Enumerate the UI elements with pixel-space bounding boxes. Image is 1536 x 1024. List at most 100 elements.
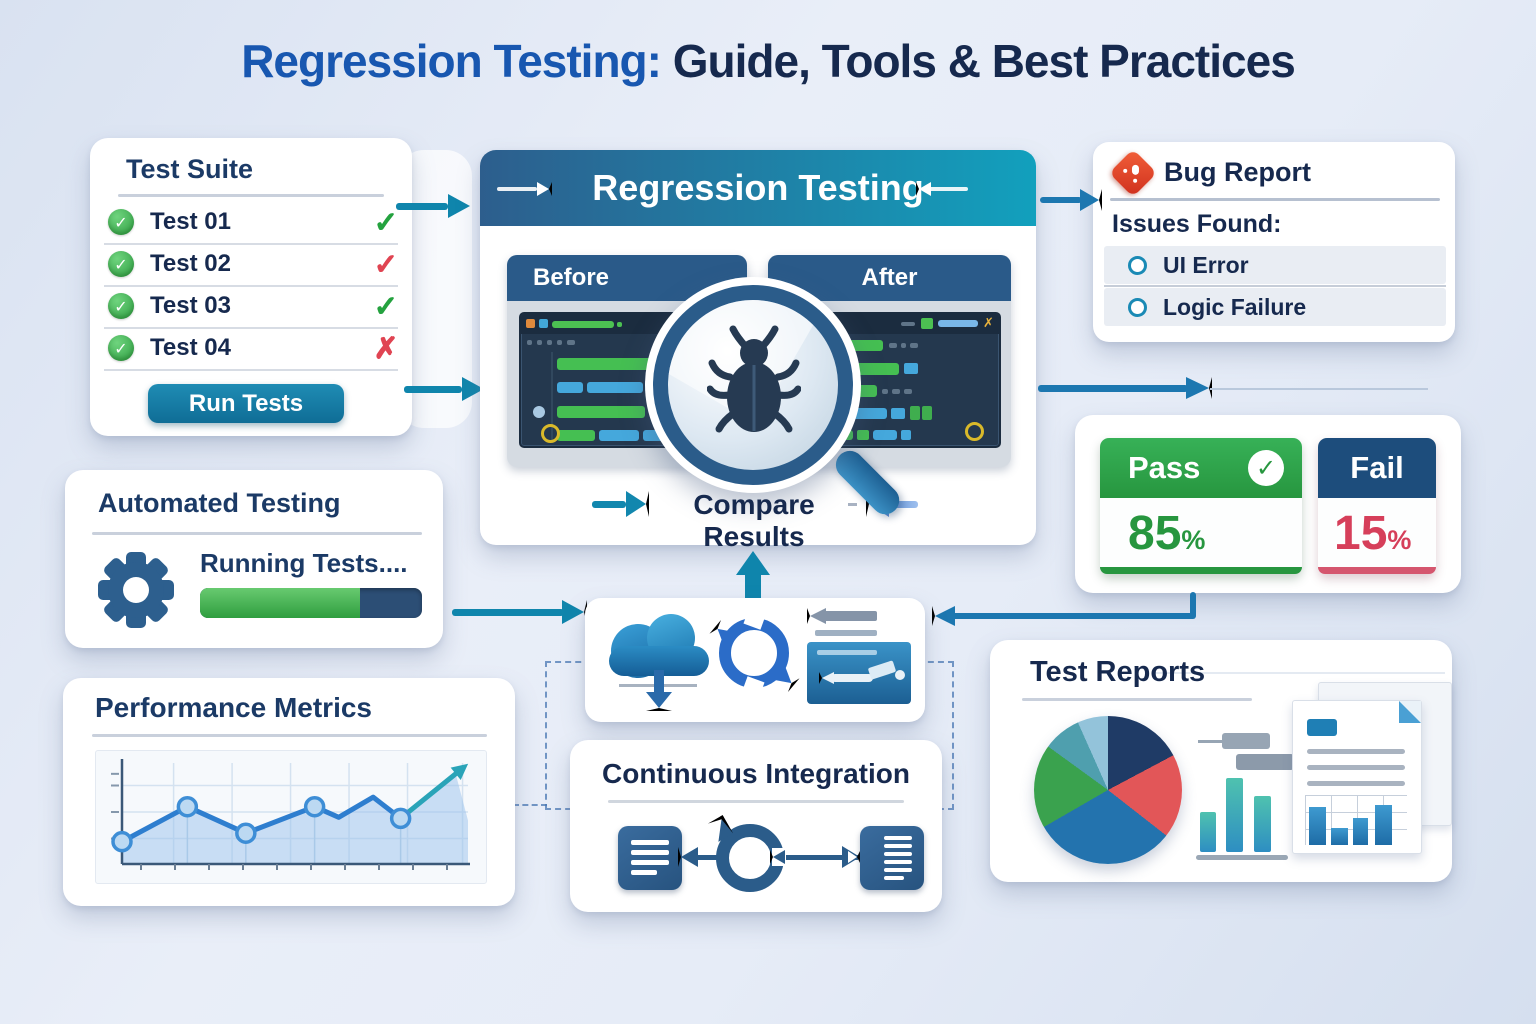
test-label: Test 04 (150, 334, 231, 361)
continuous-integration-title: Continuous Integration (602, 758, 910, 789)
doc-bar (1353, 818, 1368, 845)
cloud-download-icon (607, 608, 717, 711)
pass-value: 85 (1128, 507, 1182, 560)
arrow-testsuite-top-head (448, 194, 470, 218)
header-dash-left-arrow-icon (537, 182, 552, 196)
callout-box (1222, 733, 1270, 749)
arrow-to-bugreport (1040, 197, 1082, 203)
arrow-to-results (1038, 385, 1188, 392)
pass-check-icon: ✓ (1248, 450, 1284, 486)
doc-bar (1375, 805, 1392, 845)
test-row[interactable]: ✓ Test 04 ✗ (108, 328, 399, 368)
test-result-icon: ✓ (373, 288, 399, 324)
arrow-results-down (1190, 592, 1196, 618)
test-result-icon: ✓ (373, 246, 399, 282)
arrow-to-results-head (1186, 377, 1212, 399)
ci-connector-right (786, 855, 858, 860)
after-label: After (861, 264, 918, 291)
pass-header: Pass ✓ (1100, 438, 1302, 498)
bug-report-icon (1108, 148, 1158, 198)
test-status-icon: ✓ (108, 251, 134, 277)
test-result-icon: ✓ (373, 204, 399, 240)
performance-metrics-title: Performance Metrics (95, 692, 373, 723)
arrow-testsuite-bottom-head (462, 377, 484, 401)
test-status-icon: ✓ (108, 335, 134, 361)
compare-results-label: Compare Results (693, 489, 815, 552)
ci-loop-icon (707, 815, 786, 892)
arrow-testsuite-top (396, 203, 448, 210)
run-tests-button[interactable]: Run Tests (148, 384, 344, 423)
progress-bar (200, 588, 422, 618)
test-reports-title: Test Reports (1030, 656, 1206, 688)
running-tests-status: Running Tests.... (200, 548, 408, 578)
fail-label: Fail (1350, 450, 1404, 485)
before-header: Before (507, 255, 747, 301)
test-label: Test 02 (150, 250, 231, 277)
compare-arrow-right (886, 501, 918, 508)
issue-label: Logic Failure (1163, 293, 1307, 320)
continuous-integration-panel: Continuous Integration (570, 740, 942, 912)
test-row[interactable]: ✓ Test 03 ✓ (108, 286, 399, 326)
bullet-circle-icon (1128, 255, 1147, 275)
ci-source-node-icon (618, 826, 682, 890)
bug-report-panel: Bug Report Issues Found: UI Error Logic … (1093, 142, 1455, 342)
before-label: Before (533, 264, 610, 291)
fail-percent-sign: % (1387, 525, 1412, 555)
compare-arrow-left-head (626, 491, 649, 517)
issue-row[interactable]: UI Error (1104, 246, 1446, 284)
issue-label: UI Error (1163, 251, 1249, 278)
pass-card: Pass ✓ 85 % (1100, 438, 1302, 574)
header-dash-left-icon (497, 187, 537, 191)
test-label: Test 03 (150, 292, 231, 319)
report-mini-bar (1226, 778, 1243, 852)
test-status-icon: ✓ (108, 209, 134, 235)
ci-arrow-left-head (678, 847, 698, 867)
arrow-testsuite-bottom (404, 386, 462, 393)
automated-testing-panel: Automated Testing Running Tests.... (65, 470, 443, 648)
build-report-icon (803, 606, 915, 708)
bug-icon (707, 325, 801, 433)
close-icon: ✗ (983, 316, 994, 331)
pass-value-row: 85 % (1128, 506, 1205, 561)
header-dash-right-icon (928, 187, 968, 191)
fail-value: 15 (1334, 507, 1388, 560)
fail-value-row: 15 % (1334, 506, 1411, 561)
arrow-results-left (952, 613, 1196, 619)
callout-leader-line (1198, 740, 1222, 743)
performance-metrics-panel: Performance Metrics (63, 678, 515, 906)
pass-label: Pass (1128, 450, 1201, 485)
ci-connector-left (694, 855, 720, 860)
test-row[interactable]: ✓ Test 02 ✓ (108, 244, 399, 284)
header-dash-right-arrow-icon (916, 182, 931, 196)
doc-bar (1309, 807, 1326, 845)
arrow-ci-up-head (736, 551, 770, 575)
pie-chart (1034, 716, 1182, 864)
page-title: Regression Testing: Guide, Tools & Best … (0, 34, 1536, 88)
arrow-ci-up (745, 573, 761, 600)
doc-bar (1331, 828, 1348, 845)
magnifier-bug-icon (645, 277, 861, 493)
ci-arrow-right-chevron (848, 851, 860, 863)
arrow-to-bugreport-head (1080, 189, 1102, 211)
test-row[interactable]: ✓ Test 01 ✓ (108, 202, 399, 242)
report-mini-bar (1254, 796, 1271, 852)
test-status-icon: ✓ (108, 293, 134, 319)
performance-line-chart (95, 750, 487, 884)
ci-icons-panel (585, 598, 925, 722)
arrow-automated-to-ci (452, 609, 564, 616)
results-panel: Pass ✓ 85 % Fail 15 % (1075, 415, 1461, 593)
fail-card: Fail 15 % (1318, 438, 1436, 574)
compare-arrow-left (592, 501, 626, 508)
report-mini-bar-chart (1196, 770, 1291, 860)
issue-row[interactable]: Logic Failure (1104, 288, 1446, 326)
folded-corner-icon (1399, 701, 1421, 723)
page-title-highlight: Regression Testing: (241, 35, 662, 87)
bullet-circle-icon (1128, 297, 1147, 317)
arrow-automated-to-ci-head (562, 600, 587, 624)
status-dot-icon (965, 422, 984, 441)
test-suite-title: Test Suite (126, 154, 254, 184)
regression-testing-header-label: Regression Testing (592, 167, 924, 208)
ci-target-node-icon (860, 826, 924, 890)
progress-fill (200, 588, 360, 618)
